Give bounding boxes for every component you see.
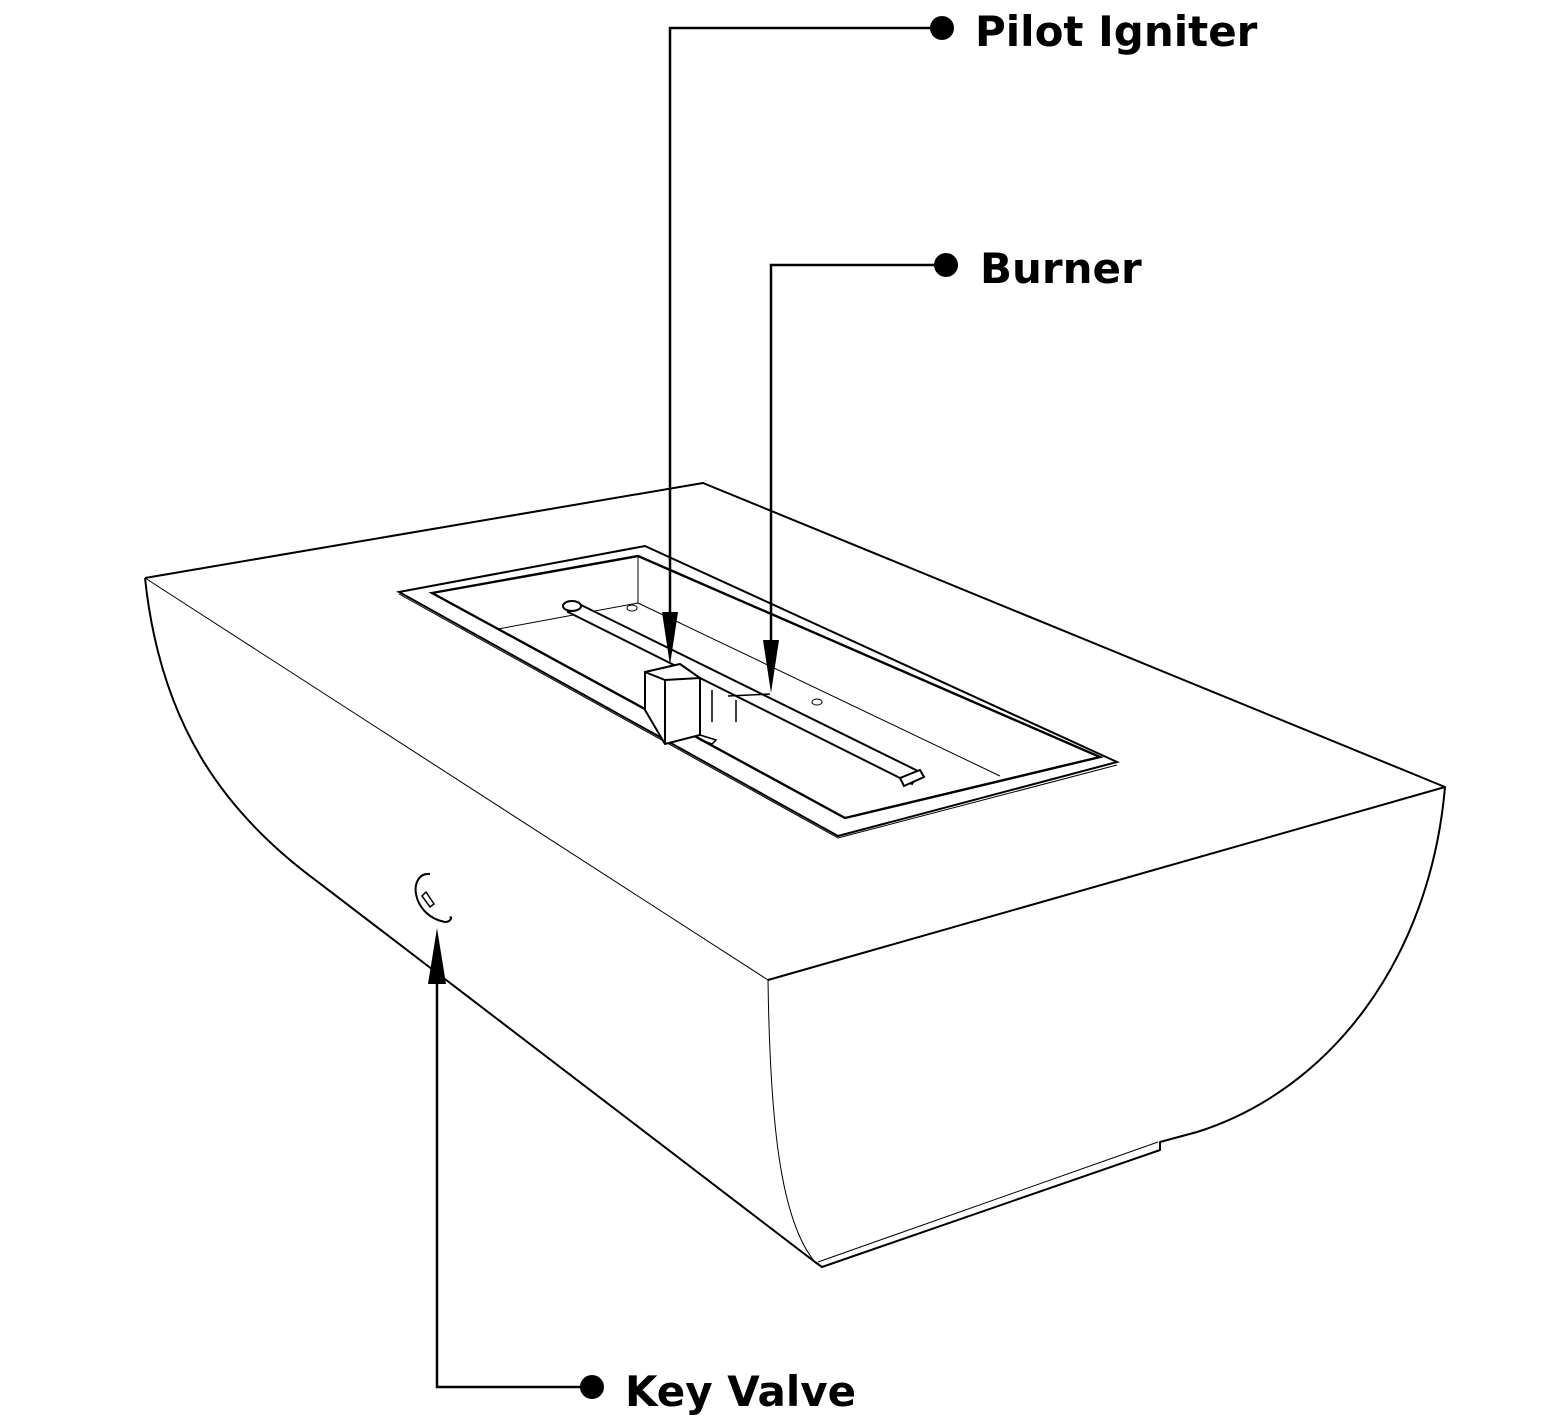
callout-pilot-igniter: Pilot Igniter (662, 7, 1258, 665)
arrowhead-icon (763, 640, 779, 693)
tray-flange-lip (398, 593, 1118, 839)
burner-tube (562, 600, 926, 788)
pilot-assembly (644, 662, 771, 746)
label-pilot-igniter: Pilot Igniter (975, 7, 1258, 56)
arrowhead-icon (428, 928, 446, 984)
callout-key-valve: Key Valve (428, 928, 856, 1416)
table-right-side (814, 786, 1446, 1268)
table-top-outline (144, 482, 1446, 981)
tray-outer-flange (396, 544, 1120, 838)
callout-leader-line (435, 980, 592, 1389)
arrowhead-icon (662, 612, 678, 665)
label-key-valve: Key Valve (625, 1367, 856, 1416)
table-top-front-left-edge (144, 577, 769, 981)
table-front-corner-edge (767, 979, 816, 1263)
callout-leader-line (668, 26, 942, 620)
tray-inner-opening (428, 554, 1104, 820)
tray-hole (626, 604, 638, 612)
key-valve-socket (414, 872, 453, 924)
callout-leader-line (769, 263, 946, 645)
tray-inner-walls (497, 556, 1001, 777)
table-left-side (144, 577, 816, 1263)
callout-burner: Burner (763, 244, 1142, 693)
label-burner: Burner (980, 244, 1142, 293)
table-base-plinth (817, 1141, 1159, 1263)
tray-hole (811, 698, 823, 706)
fire-table-body (144, 482, 1446, 1268)
